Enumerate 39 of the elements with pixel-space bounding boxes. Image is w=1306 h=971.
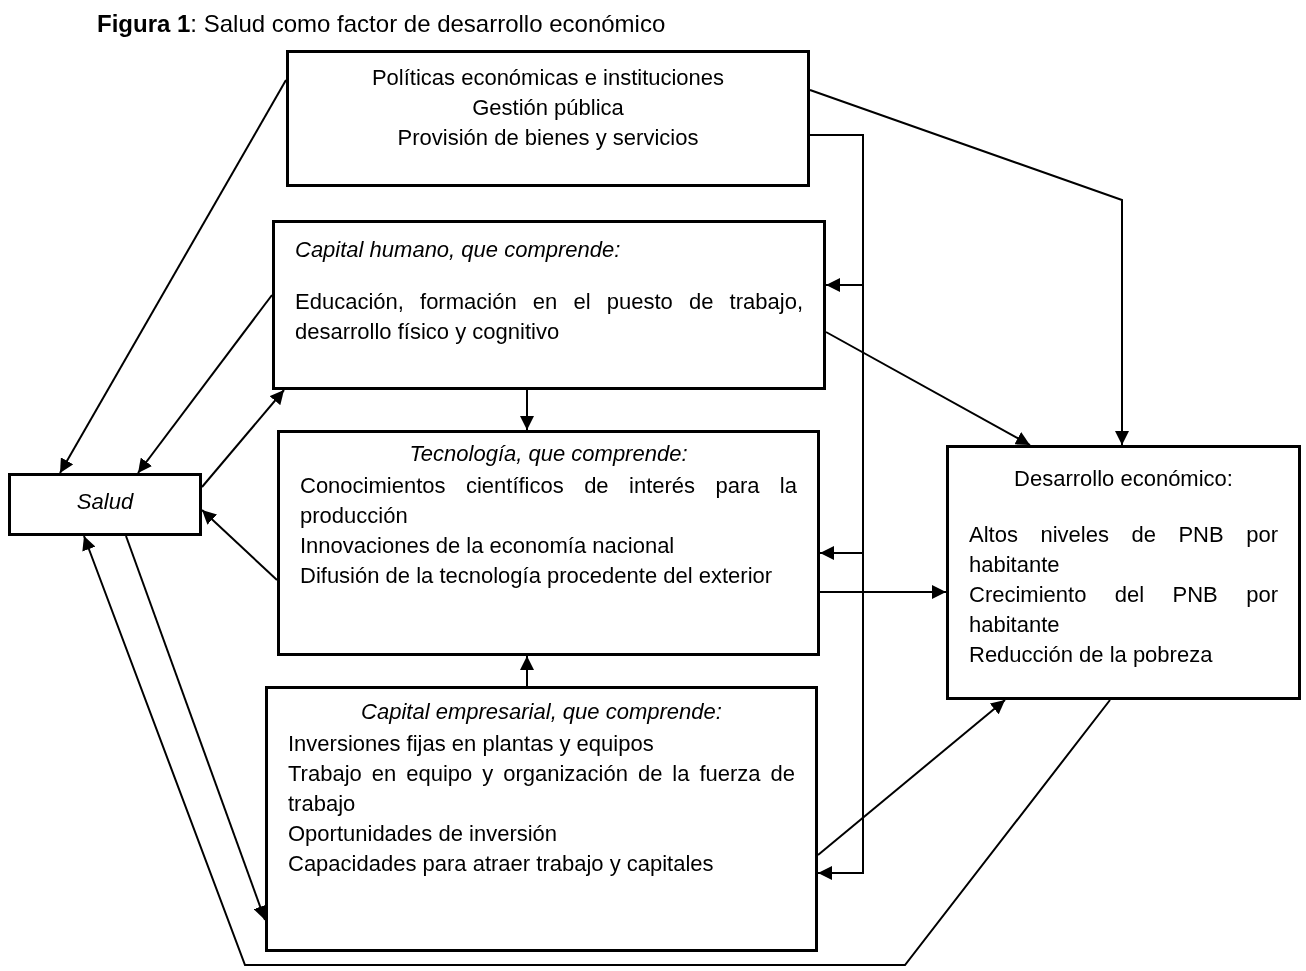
box-text: Innovaciones de la economía nacional (300, 531, 676, 560)
box (946, 445, 1301, 700)
arrow (137, 294, 273, 474)
box-text: Altos niveles de PNB por habitante (969, 520, 1278, 579)
box-heading: Capital empresarial, que comprende: (360, 698, 723, 726)
arrow (825, 331, 1031, 446)
arrow (817, 699, 1006, 856)
box (277, 430, 820, 656)
box-text: Capacidades para atraer trabajo y capitales (288, 849, 715, 878)
arrow (520, 389, 534, 431)
box-text: Crecimiento del PNB por habitante (969, 580, 1278, 639)
arrow (201, 389, 285, 488)
box-text: Provisión de bienes y servicios (396, 123, 700, 152)
box-text: Inversiones fijas en plantas y equipos (288, 729, 655, 758)
box-text: Oportunidades de inversión (288, 819, 559, 848)
box-text: Educación, formación en el puesto de trabajo, desarrollo físico y cognitivo (295, 287, 803, 346)
box-text: Difusión de la tecnología procedente del exterior (300, 561, 774, 590)
box (8, 473, 202, 536)
box-text: Trabajo en equipo y organización de la fuerza de trabajo (288, 759, 795, 818)
arrow (125, 535, 267, 921)
arrow (809, 134, 864, 880)
box-text: Salud (75, 488, 135, 516)
arrow (809, 89, 1129, 446)
box-heading: Capital humano, que comprende: (295, 236, 622, 264)
arrow (201, 509, 278, 581)
box-heading: Tecnología, que comprende: (408, 440, 689, 468)
box (272, 220, 826, 390)
figure-title: Figura 1: Salud como factor de desarrollo económico (97, 10, 666, 38)
box-text: Reducción de la pobreza (969, 640, 1214, 669)
box-text: Políticas económicas e instituciones (370, 64, 726, 92)
box-text: Conocimientos científicos de interés para la producción (300, 471, 797, 530)
arrow (520, 655, 534, 687)
box-heading: Desarrollo económico: (1013, 465, 1234, 493)
arrow (819, 585, 947, 599)
arrow (82, 535, 1111, 966)
box (265, 686, 818, 952)
box (286, 50, 810, 187)
arrow (59, 79, 287, 474)
box-text: Gestión pública (471, 93, 625, 122)
